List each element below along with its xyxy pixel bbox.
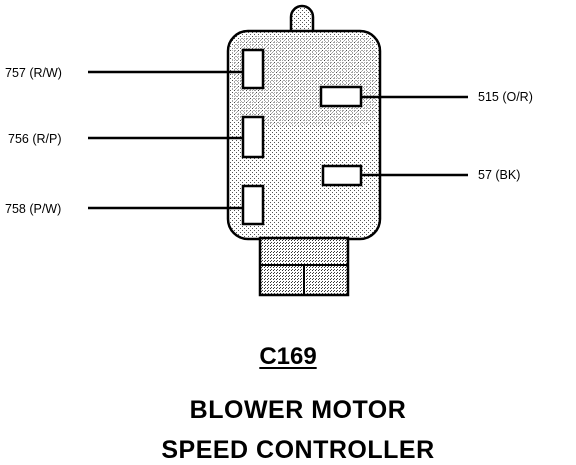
wire-label-758: 758 (P/W) <box>5 202 61 216</box>
connector-plug <box>258 236 350 297</box>
wire-label-57: 57 (BK) <box>478 168 520 182</box>
component-title-line-2: SPEED CONTROLLER <box>161 436 435 464</box>
wire-label-515: 515 (O/R) <box>478 90 533 104</box>
terminal-756 <box>241 115 265 159</box>
wire-label-756: 756 (R/P) <box>8 132 62 146</box>
connector-id: C169 <box>259 343 317 370</box>
component-title-line-1: BLOWER MOTOR <box>189 396 407 424</box>
terminal-515 <box>319 85 363 108</box>
leader-lines <box>88 70 468 210</box>
connector-body <box>226 29 382 241</box>
terminal-757 <box>241 48 265 90</box>
terminal-57 <box>321 164 363 187</box>
terminal-758 <box>241 184 265 226</box>
wire-label-757: 757 (R/W) <box>5 66 62 80</box>
